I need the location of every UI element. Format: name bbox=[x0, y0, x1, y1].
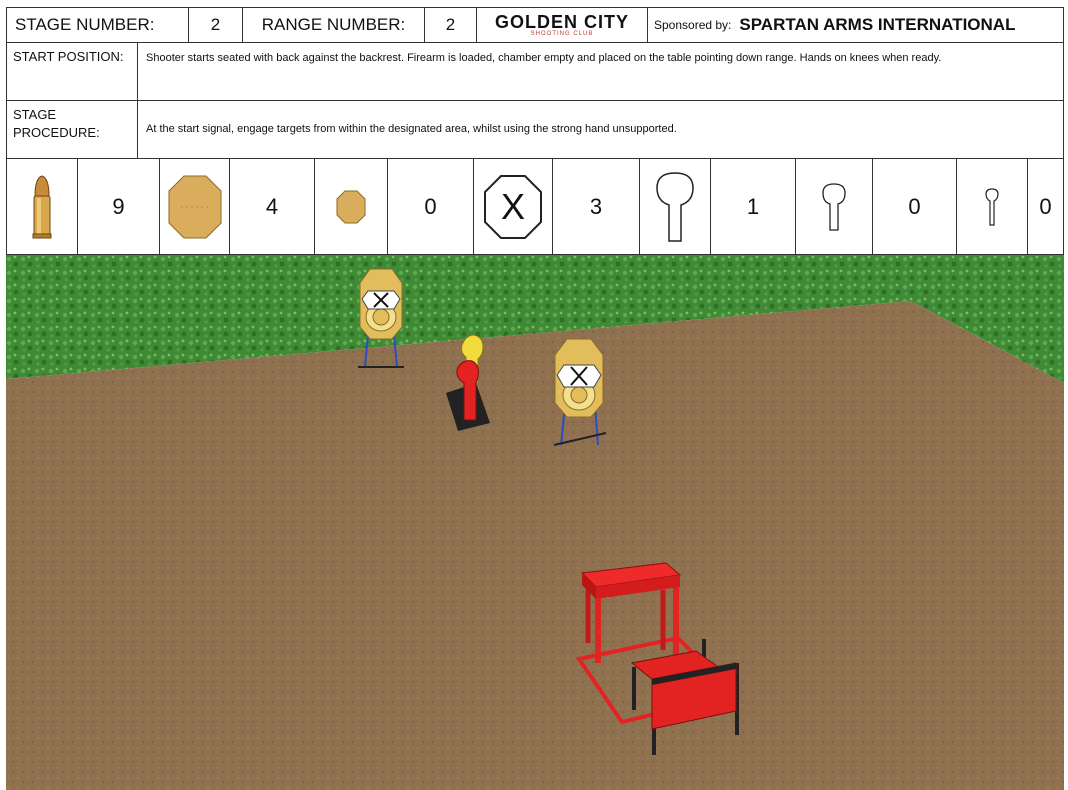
range-floor bbox=[6, 301, 1064, 790]
small-popper-icon bbox=[957, 159, 1028, 254]
large-octagon-count: 4 bbox=[230, 159, 315, 254]
small-octagon-target-icon bbox=[315, 159, 388, 254]
sponsor-cell: Sponsored by: SPARTAN ARMS INTERNATIONAL bbox=[648, 8, 1063, 42]
logo-title: GOLDEN CITY bbox=[495, 13, 629, 31]
cartridge-icon bbox=[7, 159, 78, 254]
start-position-text: Shooter starts seated with back against … bbox=[138, 43, 1063, 100]
start-position-row: START POSITION: Shooter starts seated wi… bbox=[6, 43, 1064, 101]
target-count-row: 9 4 0 X 3 1 bbox=[6, 159, 1064, 255]
club-logo: GOLDEN CITY SHOOTING CLUB bbox=[477, 8, 648, 42]
sponsor-name: SPARTAN ARMS INTERNATIONAL bbox=[739, 15, 1015, 35]
small-octagon-count: 0 bbox=[388, 159, 474, 254]
large-octagon-target-icon bbox=[160, 159, 230, 254]
medium-popper-count: 0 bbox=[873, 159, 957, 254]
range-number-value: 2 bbox=[425, 8, 477, 42]
no-shoot-count: 3 bbox=[553, 159, 640, 254]
start-position-label: START POSITION: bbox=[7, 43, 138, 100]
no-shoot-x-icon: X bbox=[474, 159, 553, 254]
medium-popper-icon bbox=[796, 159, 873, 254]
stage-procedure-text: At the start signal, engage targets from… bbox=[138, 101, 1063, 158]
logo-subtitle: SHOOTING CLUB bbox=[531, 31, 594, 38]
stage-number-label: STAGE NUMBER: bbox=[7, 8, 189, 42]
cartridge-count: 9 bbox=[78, 159, 160, 254]
large-popper-icon bbox=[640, 159, 711, 254]
stage-scene bbox=[6, 255, 1064, 790]
stage-number-value: 2 bbox=[189, 8, 243, 42]
stage-procedure-row: STAGE PROCEDURE: At the start signal, en… bbox=[6, 101, 1064, 159]
range-number-label: RANGE NUMBER: bbox=[243, 8, 425, 42]
large-popper-count: 1 bbox=[711, 159, 796, 254]
svg-text:X: X bbox=[501, 186, 525, 227]
sponsor-label: Sponsored by: bbox=[654, 18, 731, 32]
stage-procedure-label: STAGE PROCEDURE: bbox=[7, 101, 138, 158]
header-row: STAGE NUMBER: 2 RANGE NUMBER: 2 GOLDEN C… bbox=[6, 7, 1064, 43]
small-popper-count: 0 bbox=[1028, 159, 1063, 254]
